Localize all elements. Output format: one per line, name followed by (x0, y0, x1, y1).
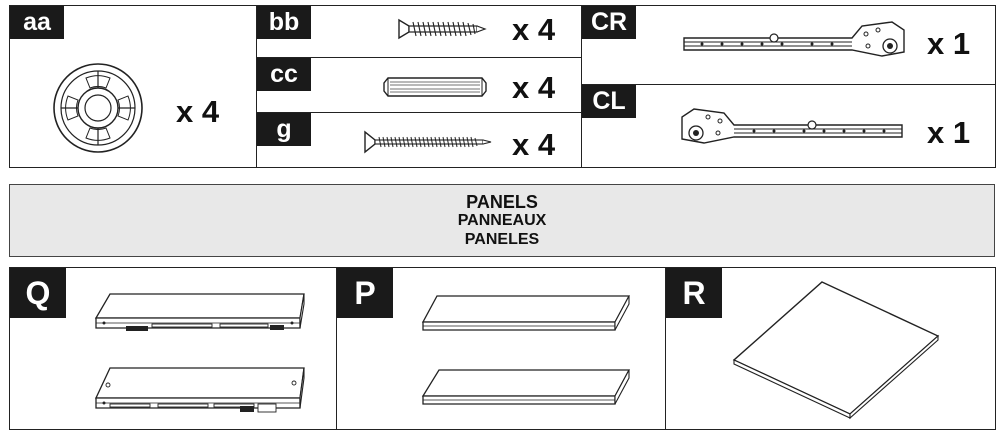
part-g-quantity: x 4 (512, 127, 556, 162)
nylon-spacer-icon (53, 63, 143, 153)
part-cc-code: cc (257, 58, 311, 91)
left-drawer-slide-icon (681, 108, 903, 144)
panel-p-code: P (337, 268, 393, 318)
panels-header: PANELS PANNEAUX PANELES (9, 184, 995, 257)
flat-head-screw-icon (364, 130, 492, 154)
drawer-front-back-panel-icon (421, 295, 631, 405)
panels-header-english: PANELS (466, 191, 538, 212)
part-aa-quantity: x 4 (176, 94, 220, 129)
part-cl-code: CL (582, 85, 636, 118)
right-drawer-slide-icon (683, 21, 905, 57)
part-bb-code: bb (257, 6, 311, 39)
screw-icon (398, 18, 487, 40)
panel-q-code: Q (10, 268, 66, 318)
panel-r-code: R (666, 268, 722, 318)
part-cl-quantity: x 1 (927, 115, 971, 150)
part-aa-box: aa x 4 (9, 5, 258, 168)
panel-p-box: P (336, 267, 667, 430)
part-cl-box: CL x 1 (581, 84, 996, 168)
part-aa-code: aa (10, 6, 64, 39)
part-cc-box: cc x 4 (256, 57, 583, 114)
panel-q-box: Q (9, 267, 338, 430)
drawer-bottom-panel-icon (732, 281, 940, 420)
part-cr-box: CR x 1 (581, 5, 996, 86)
part-cr-code: CR (582, 6, 636, 39)
panels-header-french: PANNEAUX (457, 212, 547, 230)
part-g-box: g x 4 (256, 112, 583, 168)
part-bb-box: bb x 4 (256, 5, 583, 59)
drawer-side-panel-icon (94, 293, 305, 413)
panels-header-spanish: PANELES (464, 230, 540, 248)
part-bb-quantity: x 4 (512, 12, 556, 47)
part-cc-quantity: x 4 (512, 70, 556, 105)
wood-dowel-icon (383, 77, 487, 97)
part-g-code: g (257, 113, 311, 146)
part-cr-quantity: x 1 (927, 26, 971, 61)
panel-r-box: R (665, 267, 996, 430)
